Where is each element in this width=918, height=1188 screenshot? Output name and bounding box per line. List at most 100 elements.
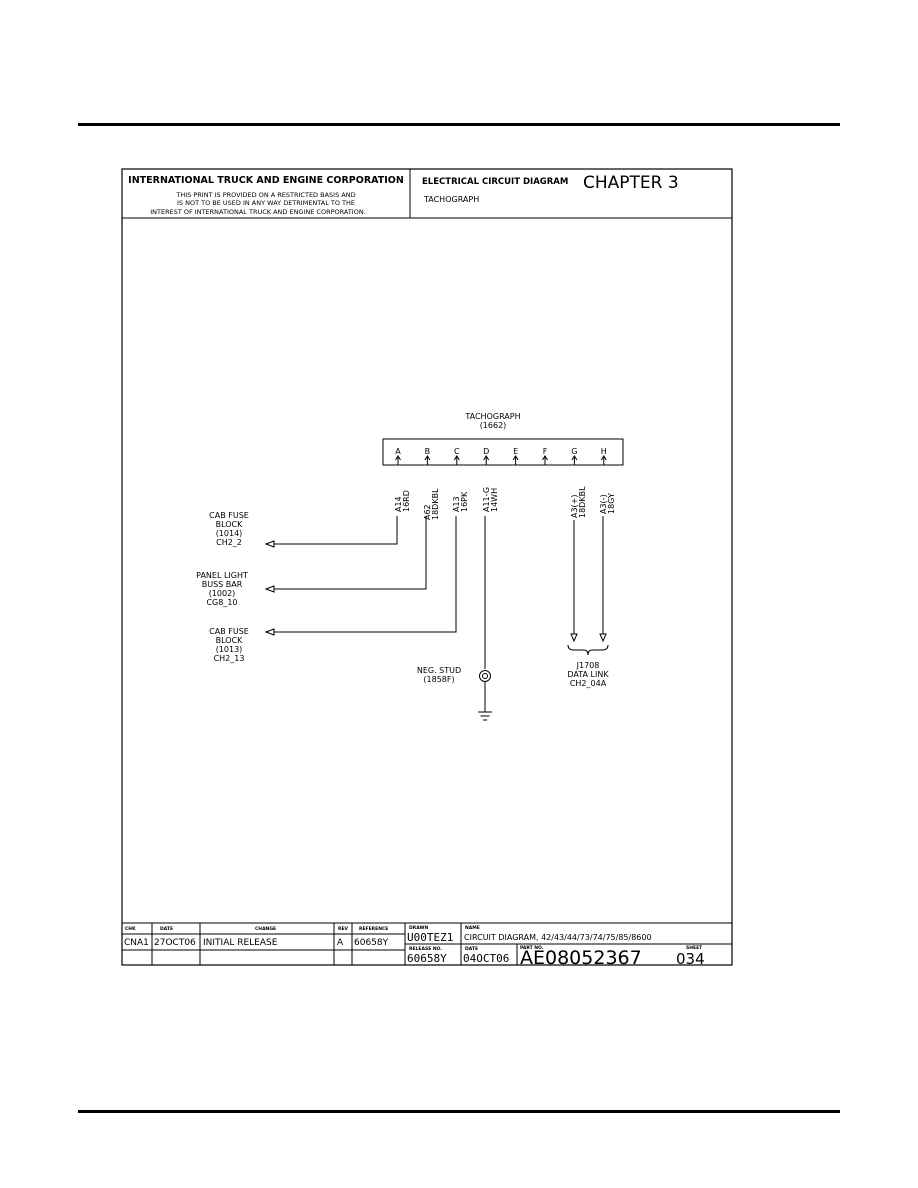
data-link-line-3: CH2_04A [570,679,607,688]
header-date: DATE [160,926,173,932]
cab-fuse-1013-line-2: BLOCK [216,636,244,645]
label-cab-fuse-1014: CAB FUSE BLOCK (1014) CH2_2 [209,511,249,547]
panel-light-line-2: BUSS BAR [202,580,243,589]
header-name: NAME [465,925,480,931]
drawing-border [121,168,733,966]
title-block-grid [122,922,732,965]
pin-e-label: E [513,447,518,456]
connector-housing [382,438,624,466]
row-date: 27OCT06 [154,938,196,948]
pin-g-arrow-icon [571,455,578,461]
company-name: INTERNATIONAL TRUCK AND ENGINE CORPORATI… [128,175,404,186]
wire-b-gauge: 18DKBL [431,488,440,520]
header-change: CHANGE [255,926,276,932]
connector-pins: A B C D E F G H [395,447,607,465]
connector-name: TACHOGRAPH [464,412,520,421]
notice-line-1: THIS PRINT IS PROVIDED ON A RESTRICTED B… [175,191,355,199]
pin-h-label: H [601,447,607,456]
header-date2: DATE [465,946,478,952]
label-neg-stud: NEG. STUD (1858F) [417,666,461,684]
wire-b-circuit: A62 [423,504,432,520]
data-link-brace [567,644,609,656]
notice-line-2: IS NOT TO BE USED IN ANY WAY DETRIMENTAL… [177,199,355,207]
arrow-to-panel-light-icon [264,585,275,593]
wire-label-h: A3(-) 18GY [599,493,616,514]
data-link-line-1: J1708 [576,661,600,670]
diagram-subject: TACHOGRAPH [423,195,479,204]
panel-light-line-1: PANEL LIGHT [196,571,248,580]
wire-label-g: A3(+) 18DKBL [570,486,587,518]
ground-symbol-icon [478,711,492,721]
row-change: INITIAL RELEASE [203,938,278,948]
neg-stud-line-1: NEG. STUD [417,666,461,675]
date2-value: 04OCT06 [463,952,509,965]
chapter-label: CHAPTER 3 [583,173,679,193]
header-drawn: DRAWN [409,925,428,931]
panel-light-line-3: (1002) [209,589,236,598]
pin-b-arrow-icon [424,455,431,461]
header-reference: REFERENCE [359,926,388,932]
pin-h-arrow-icon [600,455,607,461]
cab-fuse-1013-line-3: (1013) [216,645,243,654]
bottom-rule [78,1110,840,1113]
header-sheet: SHEET [686,945,703,951]
arrow-down-g-icon [570,633,578,643]
pin-a-label: A [395,447,401,456]
cab-fuse-1014-line-4: CH2_2 [216,538,242,547]
wire-b [272,516,427,590]
neg-stud-ring-icon [479,670,491,682]
pin-d-arrow-icon [483,455,490,461]
label-panel-light: PANEL LIGHT BUSS BAR (1002) CG8_10 [196,571,248,607]
panel-light-line-4: CG8_10 [206,598,237,607]
wire-g-circuit: A3(+) [570,494,579,518]
wire-label-b: A62 18DKBL [423,488,440,520]
pin-a-arrow-icon [395,455,401,461]
cab-fuse-1013-line-1: CAB FUSE [209,627,249,636]
pin-g-label: G [571,447,577,456]
pin-b-label: B [425,447,431,456]
arrowheads [264,540,607,643]
arrow-to-cab-fuse-1013-icon [264,628,275,636]
label-cab-fuse-1013: CAB FUSE BLOCK (1013) CH2_13 [209,627,249,663]
title-block-row: CNA1 27OCT06 INITIAL RELEASE A 60658Y [124,938,389,948]
wire-label-c: A13 16PK [452,491,469,512]
wire-c-circuit: A13 [452,496,461,512]
arrow-to-cab-fuse-1014-icon [264,540,275,548]
wire-a-gauge: 16RD [402,490,411,512]
wires [272,516,604,712]
drawn-value: U00TEZ1 [407,931,453,944]
wire-g-gauge: 18DKBL [578,486,587,518]
pin-f-label: F [543,447,548,456]
notice-line-3: INTEREST OF INTERNATIONAL TRUCK AND ENGI… [150,208,366,216]
header-rev: REV [338,926,349,932]
header-part-no: PART NO. [520,945,544,951]
header-release-no: RELEASE NO. [409,946,442,952]
wire-d-circuit: A11-G [482,487,491,512]
data-link-line-2: DATA LINK [567,670,609,679]
wire-d-gauge: 14WH [490,488,499,512]
row-chk: CNA1 [124,938,149,948]
pin-f-arrow-icon [542,455,548,461]
cab-fuse-1014-line-1: CAB FUSE [209,511,249,520]
name-value: CIRCUIT DIAGRAM, 42/43/44/73/74/75/85/86… [464,933,652,942]
sheet-value: 034 [676,950,705,968]
neg-stud-center-icon [482,673,488,679]
pin-c-label: C [454,447,460,456]
wire-a-circuit: A14 [394,496,403,512]
pin-c-arrow-icon [453,455,460,461]
top-rule [78,123,840,126]
arrow-down-h-icon [599,633,607,643]
wire-c-gauge: 16PK [460,491,469,512]
wire-label-a: A14 16RD [394,490,411,512]
row-reference: 60658Y [354,938,389,948]
wire-a [272,516,398,545]
wire-label-d: A11-G 14WH [482,487,499,512]
wire-h-circuit: A3(-) [599,494,608,514]
pin-e-arrow-icon [512,455,519,461]
label-data-link: J1708 DATA LINK CH2_04A [567,661,609,688]
wire-c [272,516,457,633]
diagram-type: ELECTRICAL CIRCUIT DIAGRAM [422,177,568,187]
pin-d-label: D [483,447,489,456]
cab-fuse-1014-line-2: BLOCK [216,520,244,529]
